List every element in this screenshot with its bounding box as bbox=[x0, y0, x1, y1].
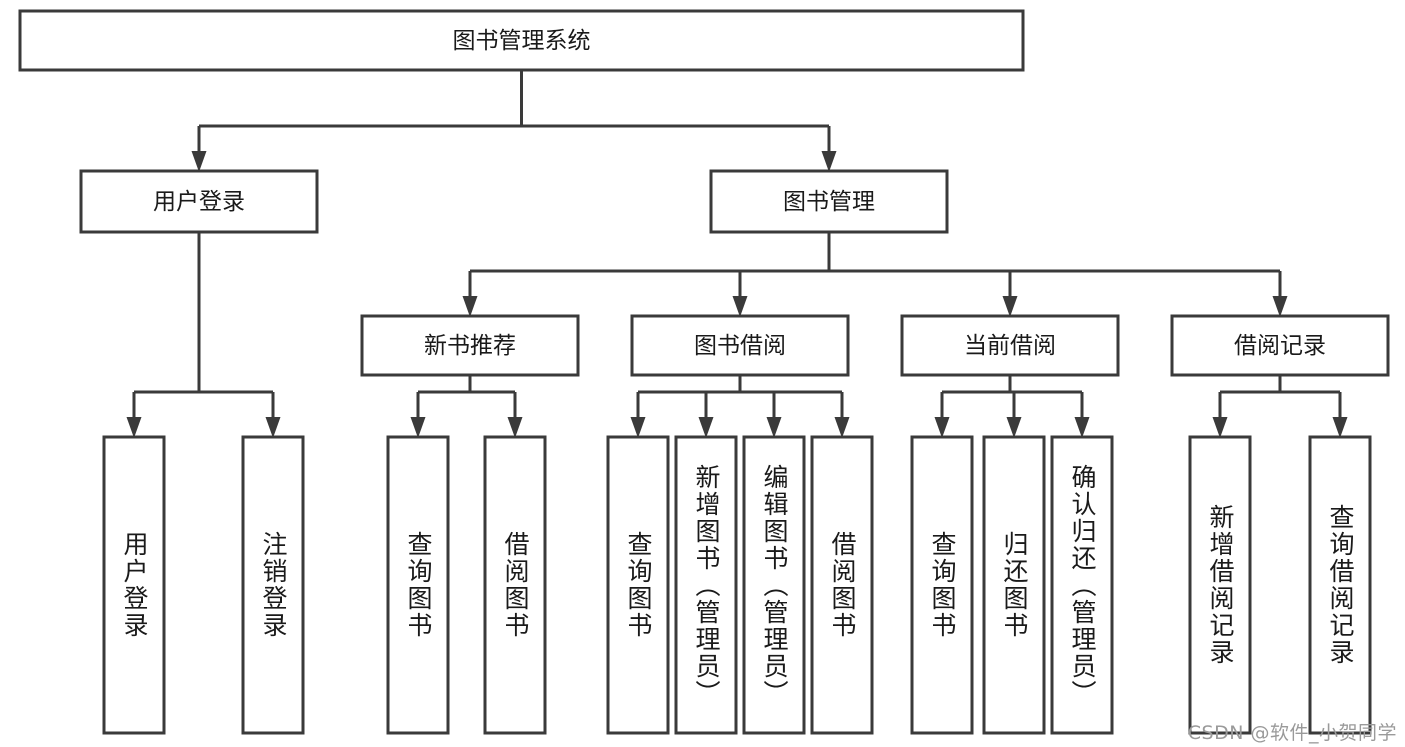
node-label: 图书管理系统 bbox=[453, 28, 591, 54]
connector-group-root bbox=[191, 70, 837, 172]
node-label: 借阅记录 bbox=[1234, 333, 1326, 359]
arrow-head-icon bbox=[1332, 417, 1348, 438]
watermark-text: CSDN @软件_小贺同学 bbox=[1187, 722, 1397, 744]
node-label: 当前借阅 bbox=[964, 333, 1056, 359]
arrow-head-icon bbox=[766, 417, 782, 438]
node-leaf-query-book-3[interactable] bbox=[910, 435, 974, 735]
node-box bbox=[709, 169, 949, 234]
connector-group-borrow-record bbox=[1212, 375, 1348, 438]
connector-group-user-login bbox=[126, 232, 281, 438]
node-leaf-user-login[interactable] bbox=[102, 435, 166, 735]
node-box bbox=[386, 435, 450, 735]
node-box bbox=[742, 435, 806, 735]
node-box bbox=[1308, 435, 1372, 735]
node-book-management[interactable]: 图书管理 bbox=[709, 169, 949, 234]
node-user-login[interactable]: 用户登录 bbox=[79, 169, 319, 234]
node-label: 图书管理 bbox=[783, 189, 875, 215]
connector-group-current-borrow bbox=[934, 375, 1090, 438]
arrow-head-icon bbox=[1272, 296, 1288, 317]
node-box bbox=[102, 435, 166, 735]
node-box bbox=[79, 169, 319, 234]
arrow-head-icon bbox=[1212, 417, 1228, 438]
node-box bbox=[606, 435, 670, 735]
node-leaf-query-book-1[interactable] bbox=[386, 435, 450, 735]
node-leaf-confirm-return-admin[interactable] bbox=[1050, 435, 1114, 735]
arrow-head-icon bbox=[265, 417, 281, 438]
arrow-head-icon bbox=[821, 151, 837, 172]
arrow-head-icon bbox=[834, 417, 850, 438]
node-box bbox=[483, 435, 547, 735]
node-leaf-borrow-book-2[interactable] bbox=[810, 435, 874, 735]
connector-group-book-management bbox=[462, 232, 1288, 317]
arrow-head-icon bbox=[698, 417, 714, 438]
node-leaf-query-book-2[interactable] bbox=[606, 435, 670, 735]
arrow-head-icon bbox=[410, 417, 426, 438]
arrow-head-icon bbox=[1002, 296, 1018, 317]
arrow-head-icon bbox=[126, 417, 142, 438]
arrow-head-icon bbox=[630, 417, 646, 438]
node-box bbox=[360, 314, 580, 377]
arrow-head-icon bbox=[1074, 417, 1090, 438]
node-leaf-return-book[interactable] bbox=[982, 435, 1046, 735]
connector-group-new-book-recommend bbox=[410, 375, 523, 438]
node-leaf-edit-book-admin[interactable] bbox=[742, 435, 806, 735]
arrow-head-icon bbox=[732, 296, 748, 317]
node-borrow-record[interactable]: 借阅记录 bbox=[1170, 314, 1390, 377]
connector-layer bbox=[126, 70, 1348, 438]
arrow-head-icon bbox=[191, 151, 207, 172]
node-book-borrow[interactable]: 图书借阅 bbox=[630, 314, 850, 377]
node-label: 图书借阅 bbox=[694, 333, 786, 359]
node-box bbox=[1050, 435, 1114, 735]
node-box bbox=[982, 435, 1046, 735]
node-box bbox=[241, 435, 305, 735]
node-label: 用户登录 bbox=[153, 189, 245, 215]
node-leaf-add-borrow-record[interactable] bbox=[1188, 435, 1252, 735]
connector-group-book-borrow bbox=[630, 375, 850, 438]
node-box bbox=[910, 435, 974, 735]
node-leaf-query-borrow-record[interactable] bbox=[1308, 435, 1372, 735]
arrow-head-icon bbox=[507, 417, 523, 438]
arrow-head-icon bbox=[934, 417, 950, 438]
arrow-head-icon bbox=[1006, 417, 1022, 438]
node-new-book-recommend[interactable]: 新书推荐 bbox=[360, 314, 580, 377]
arrow-head-icon bbox=[462, 296, 478, 317]
node-leaf-add-book-admin[interactable] bbox=[674, 435, 738, 735]
node-leaf-logout[interactable] bbox=[241, 435, 305, 735]
node-current-borrow[interactable]: 当前借阅 bbox=[900, 314, 1120, 377]
node-root[interactable]: 图书管理系统 bbox=[18, 9, 1025, 72]
node-box bbox=[1188, 435, 1252, 735]
node-leaf-borrow-book-1[interactable] bbox=[483, 435, 547, 735]
node-box bbox=[900, 314, 1120, 377]
node-box bbox=[1170, 314, 1390, 377]
node-label: 新书推荐 bbox=[424, 333, 516, 359]
node-box bbox=[674, 435, 738, 735]
node-box bbox=[18, 9, 1025, 72]
node-box bbox=[630, 314, 850, 377]
node-box bbox=[810, 435, 874, 735]
